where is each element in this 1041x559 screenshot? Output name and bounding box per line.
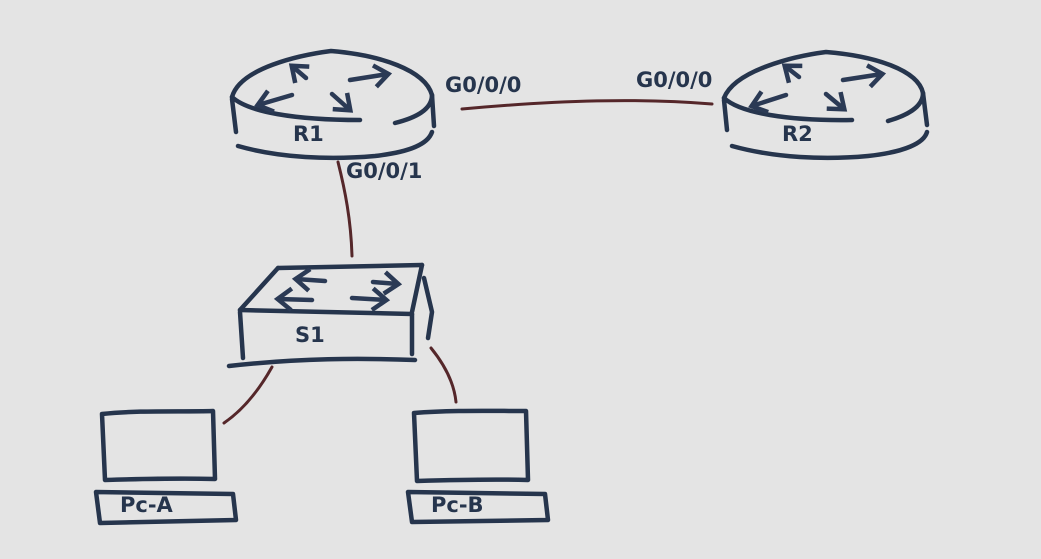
link-r1-r2 <box>460 99 714 111</box>
link-s1-pca <box>222 365 274 425</box>
interface-label-r2-g0-0-0: G0/0/0 <box>636 68 712 92</box>
interface-label-r1-g0-0-1: G0/0/1 <box>346 159 422 183</box>
pc-a[interactable]: Pc-A <box>93 408 239 526</box>
pc-b[interactable]: Pc-B <box>405 408 551 525</box>
switch-s1-label: S1 <box>295 323 325 347</box>
pc-a-label: Pc-A <box>120 493 174 517</box>
router-r2-label: R2 <box>782 122 813 146</box>
link-s1-pcb <box>429 346 458 404</box>
router-r2[interactable]: R2 <box>721 49 930 161</box>
switch-arrows-icon <box>273 267 403 312</box>
link-r1-s1 <box>336 160 354 258</box>
router-arrows-icon <box>254 63 393 114</box>
interface-label-r1-g0-0-0: G0/0/0 <box>445 73 521 97</box>
router-arrows-icon <box>748 63 887 115</box>
router-r1-label: R1 <box>293 122 324 146</box>
router-r1[interactable]: R1 <box>229 48 437 161</box>
switch-s1[interactable]: S1 <box>226 262 435 369</box>
pc-b-label: Pc-B <box>431 493 484 517</box>
